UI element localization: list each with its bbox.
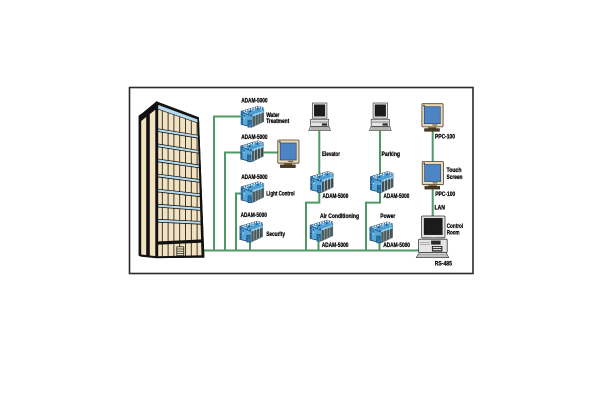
svg-text:Treatment: Treatment [266, 118, 290, 125]
svg-text:ADAM-5000: ADAM-5000 [241, 97, 268, 104]
svg-text:Room: Room [447, 230, 460, 237]
svg-text:ADAM-5000: ADAM-5000 [384, 193, 410, 200]
svg-text:Screen: Screen [447, 174, 463, 181]
svg-text:Control: Control [447, 223, 464, 230]
svg-text:ADAM-5000: ADAM-5000 [323, 193, 349, 200]
svg-text:Light Control: Light Control [266, 190, 295, 197]
svg-text:PPC-100: PPC-100 [435, 191, 455, 198]
svg-text:ADAM-5000: ADAM-5000 [383, 242, 410, 249]
svg-text:LAN: LAN [435, 205, 446, 212]
svg-text:Elevator: Elevator [322, 151, 340, 158]
svg-text:Power: Power [380, 213, 395, 220]
svg-text:Parking: Parking [382, 151, 401, 158]
svg-text:Security: Security [266, 231, 285, 238]
svg-text:Water: Water [266, 112, 280, 119]
svg-text:ADAM-5000: ADAM-5000 [241, 212, 268, 219]
svg-text:ADAM-5000: ADAM-5000 [241, 174, 268, 181]
svg-text:Air Conditioning: Air Conditioning [320, 213, 359, 220]
svg-text:RS-485: RS-485 [435, 261, 453, 268]
svg-text:PPC-100: PPC-100 [435, 134, 455, 141]
svg-text:ADAM-5000: ADAM-5000 [322, 242, 349, 249]
svg-text:Touch: Touch [447, 167, 462, 174]
svg-text:ADAM-5000: ADAM-5000 [241, 134, 268, 141]
